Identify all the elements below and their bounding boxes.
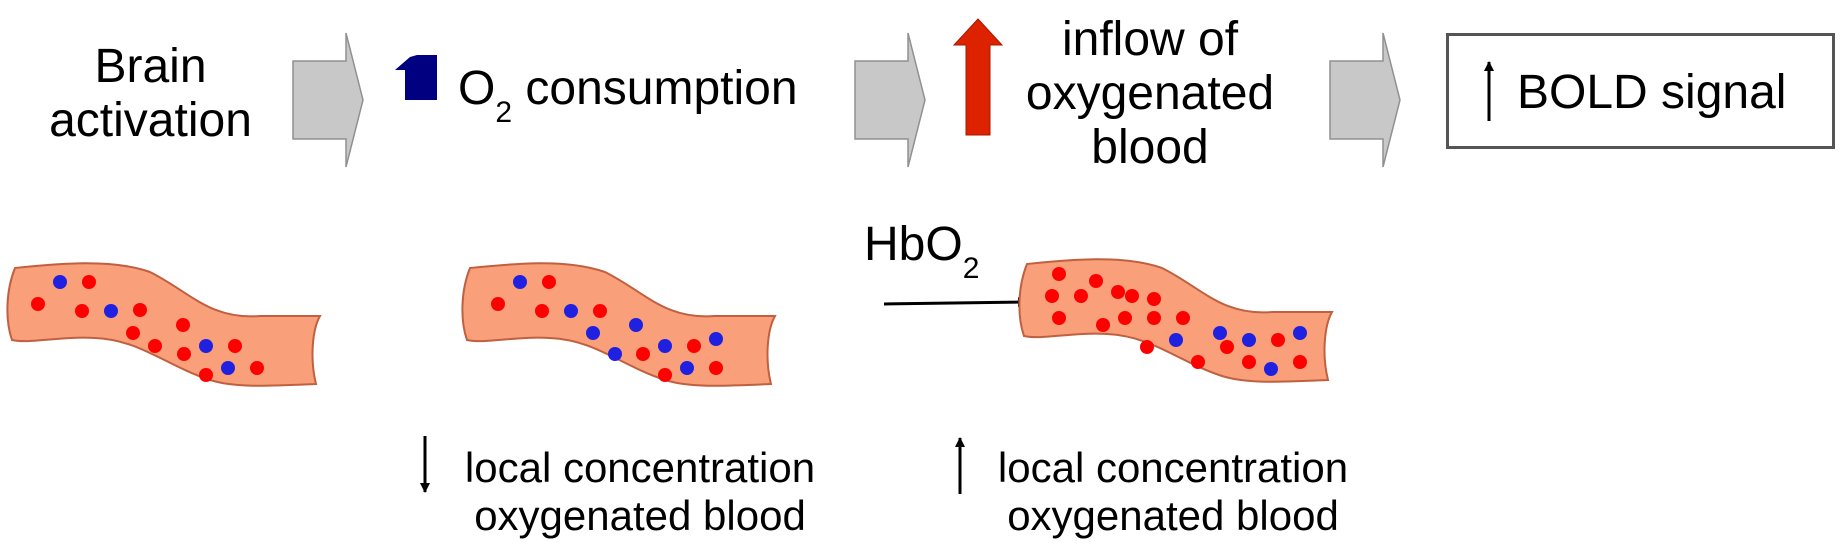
oxygenated-cell xyxy=(1118,311,1132,325)
oxygenated-cell xyxy=(1220,340,1234,354)
deoxygenated-cell xyxy=(1213,326,1227,340)
oxygenated-cell xyxy=(148,339,162,353)
brain-activation-label: Brain activation xyxy=(49,40,252,147)
oxygenated-cell xyxy=(1140,340,1154,354)
oxygenated-cell xyxy=(82,275,96,289)
oxygenated-cell xyxy=(1125,289,1139,303)
deoxygenated-cell xyxy=(221,361,235,375)
bold-signal-box xyxy=(1446,33,1835,149)
o2-prefix: O xyxy=(458,62,496,115)
hbo2-prefix: HbO xyxy=(864,218,963,271)
deoxygenated-cell xyxy=(564,304,578,318)
oxygenated-cell xyxy=(1052,311,1066,325)
flow-arrow-1 xyxy=(292,32,364,168)
hbo2-inflow-arrow-icon xyxy=(883,297,1028,308)
oxygenated-cell xyxy=(687,339,701,353)
o2-consumption-label: O2 consumption xyxy=(458,62,798,129)
oxygenated-cell xyxy=(1176,311,1190,325)
oxygenated-cell xyxy=(1293,355,1307,369)
oxygenated-cell xyxy=(31,297,45,311)
deoxygenated-cell xyxy=(1264,362,1278,376)
oxygenated-cell xyxy=(1147,311,1161,325)
blood-vessel-3 xyxy=(1018,258,1334,383)
inflow-increase-arrow-icon xyxy=(952,18,1004,136)
deoxygenated-cell xyxy=(104,304,118,318)
oxygenated-cell xyxy=(199,368,213,382)
deoxygenated-cell xyxy=(199,339,213,353)
deoxygenated-cell xyxy=(513,275,527,289)
deoxygenated-cell xyxy=(53,275,67,289)
blood-vessel-1 xyxy=(6,262,322,387)
deoxygenated-cell xyxy=(629,318,643,332)
oxygenated-cell xyxy=(636,347,650,361)
deoxygenated-cell xyxy=(658,339,672,353)
deoxygenated-cell xyxy=(1169,333,1183,347)
oxygenated-cell xyxy=(709,361,723,375)
oxygenated-cell xyxy=(535,304,549,318)
flow-arrow-2 xyxy=(854,32,926,168)
oxygenated-cell xyxy=(593,304,607,318)
deoxygenated-cell xyxy=(1293,326,1307,340)
oxygenated-cell xyxy=(1147,292,1161,306)
increase-note: local concentration oxygenated blood xyxy=(997,444,1349,540)
oxygenated-cell xyxy=(1242,355,1256,369)
oxygenated-cell xyxy=(176,318,190,332)
oxygenated-cell xyxy=(228,339,242,353)
hbo2-label: HbO2 xyxy=(864,218,979,285)
oxygenated-cell xyxy=(542,275,556,289)
deoxygenated-cell xyxy=(709,332,723,346)
oxygenated-cell xyxy=(177,347,191,361)
oxygenated-cell xyxy=(658,368,672,382)
deoxygenated-cell xyxy=(586,326,600,340)
o2-subscript: 2 xyxy=(495,96,513,129)
oxygenated-cell xyxy=(1111,285,1125,299)
oxygenated-cell xyxy=(1096,318,1110,332)
o2-suffix: consumption xyxy=(512,62,798,115)
oxygenated-cell xyxy=(250,361,264,375)
blood-vessel-2 xyxy=(461,262,777,387)
oxygenated-cell xyxy=(75,304,89,318)
oxygenated-cell xyxy=(1074,289,1088,303)
decrease-note: local concentration oxygenated blood xyxy=(464,444,816,540)
oxygenated-cell xyxy=(1191,355,1205,369)
oxygenated-cell xyxy=(491,297,505,311)
deoxygenated-cell xyxy=(1242,333,1256,347)
oxygenated-cell xyxy=(126,326,140,340)
oxygenated-cell xyxy=(133,303,147,317)
bold-signal-label: BOLD signal xyxy=(1517,66,1787,119)
oxygenated-cell xyxy=(1052,267,1066,281)
oxygenated-cell xyxy=(1045,289,1059,303)
o2-increase-arrow-icon xyxy=(395,55,437,100)
inflow-label: inflow of oxygenated blood xyxy=(1025,13,1275,174)
deoxygenated-cell xyxy=(608,347,622,361)
deoxygenated-cell xyxy=(680,361,694,375)
hbo2-subscript: 2 xyxy=(962,252,980,285)
oxygenated-cell xyxy=(1271,333,1285,347)
oxygenated-cell xyxy=(1089,274,1103,288)
flow-arrow-3 xyxy=(1329,32,1401,168)
